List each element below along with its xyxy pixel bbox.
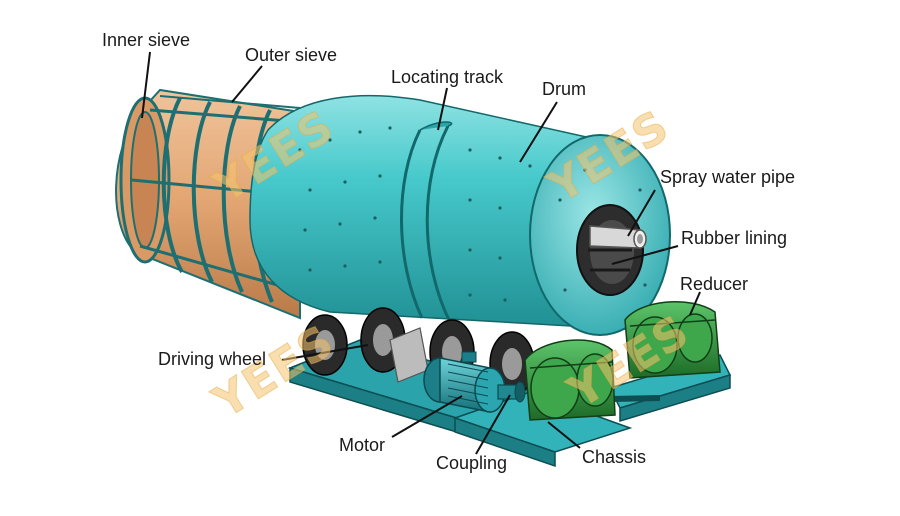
motor — [423, 351, 506, 413]
label-chassis: Chassis — [582, 447, 647, 467]
label-locating-track: Locating track — [391, 67, 504, 87]
label-driving-wheel: Driving wheel — [158, 349, 267, 369]
label-drum: Drum — [542, 79, 586, 99]
reducer-back — [624, 301, 721, 379]
label-coupling: Coupling — [436, 453, 508, 473]
driving-wheels — [302, 307, 535, 397]
drum-body — [249, 94, 671, 336]
leader-lines — [141, 51, 701, 455]
coupling — [497, 381, 526, 403]
spray-water-pipe — [589, 225, 647, 249]
label-spray-water-pipe: Spray water pipe — [660, 167, 796, 187]
label-motor: Motor — [339, 435, 386, 455]
label-rubber-lining: Rubber lining — [681, 228, 788, 248]
reducer-front — [524, 339, 616, 421]
label-outer-sieve: Outer sieve — [245, 45, 338, 65]
label-inner-sieve: Inner sieve — [102, 30, 191, 50]
label-reducer: Reducer — [680, 274, 749, 294]
sieve-section — [115, 88, 301, 320]
